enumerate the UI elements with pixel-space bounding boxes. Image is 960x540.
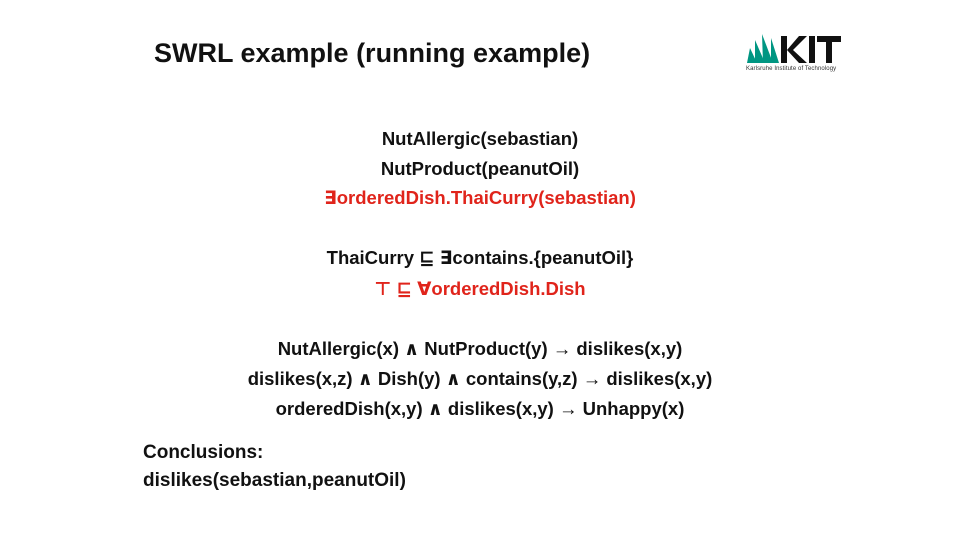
rule-nut-allergy: NutAllergic(x) ∧ NutProduct(y) → dislike… [277,338,683,359]
slide-title: SWRL example (running example) [154,38,591,68]
logo-subtitle: Karlsruhe Institute of Technology [746,66,837,72]
assertion-nut-allergic: NutAllergic(sebastian) [381,128,579,149]
kit-logo [745,32,845,78]
kit-logo-graphic [747,34,841,63]
conclusions-block: Conclusions: dislikes(sebastian,peanutOi… [143,439,406,495]
rule-unhappy: orderedDish(x,y) ∧ dislikes(x,y) → Unhap… [275,398,685,419]
conclusion-dislikes: dislikes(sebastian,peanutOil) [143,470,406,491]
conclusions-heading: Conclusions: [143,442,264,463]
axiom-top-ordered-dish: ⊤ ⊑ ∀orderedDish.Dish [374,278,586,299]
axiom-thai-curry: ThaiCurry ⊑ ∃contains.{peanutOil} [326,247,634,268]
assertion-ordered-dish: ∃orderedDish.ThaiCurry(sebastian) [324,187,636,208]
assertion-nut-product: NutProduct(peanutOil) [380,158,580,179]
rule-dislikes-contains: dislikes(x,z) ∧ Dish(y) ∧ contains(y,z) … [247,368,713,389]
